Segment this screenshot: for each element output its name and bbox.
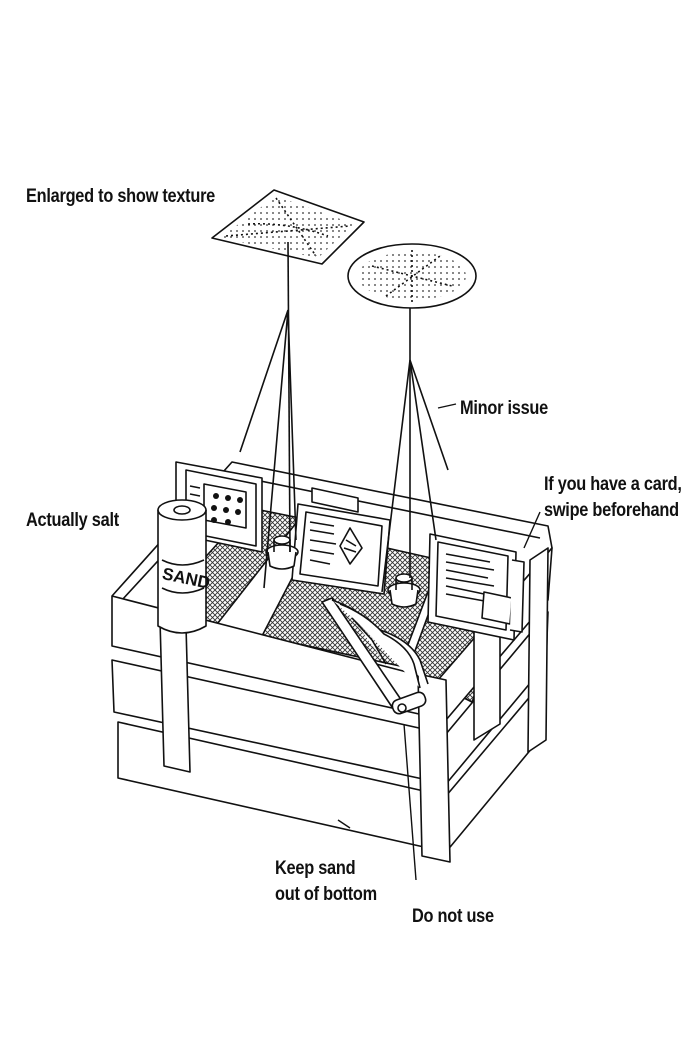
center-card bbox=[291, 487, 391, 595]
label-do-not-use: Do not use bbox=[412, 906, 494, 927]
salt-canister bbox=[157, 499, 207, 634]
right-card bbox=[427, 533, 525, 641]
label-actually-salt: Actually salt bbox=[26, 510, 119, 531]
leader-minor bbox=[437, 403, 457, 409]
leader-lines bbox=[337, 403, 541, 881]
square-texture-plate bbox=[211, 189, 365, 589]
right-pivot bbox=[387, 573, 421, 608]
label-enlarged-texture: Enlarged to show texture bbox=[26, 186, 216, 207]
oval-texture-plate bbox=[347, 243, 477, 593]
leader-card bbox=[523, 511, 541, 549]
label-minor-issue: Minor issue bbox=[460, 398, 548, 419]
label-keep-sand-line2: out of bottom bbox=[275, 884, 377, 905]
label-card-swipe-line2: swipe beforehand bbox=[544, 500, 679, 521]
label-card-swipe-line1: If you have a card, bbox=[544, 474, 682, 495]
label-keep-sand: Keep sand out of bottom bbox=[275, 856, 377, 908]
label-card-swipe: If you have a card, swipe beforehand bbox=[544, 472, 682, 524]
rake-tool bbox=[321, 597, 429, 715]
label-keep-sand-line1: Keep sand bbox=[275, 858, 356, 879]
leader-donot bbox=[403, 723, 417, 881]
leader-sand bbox=[337, 819, 351, 829]
